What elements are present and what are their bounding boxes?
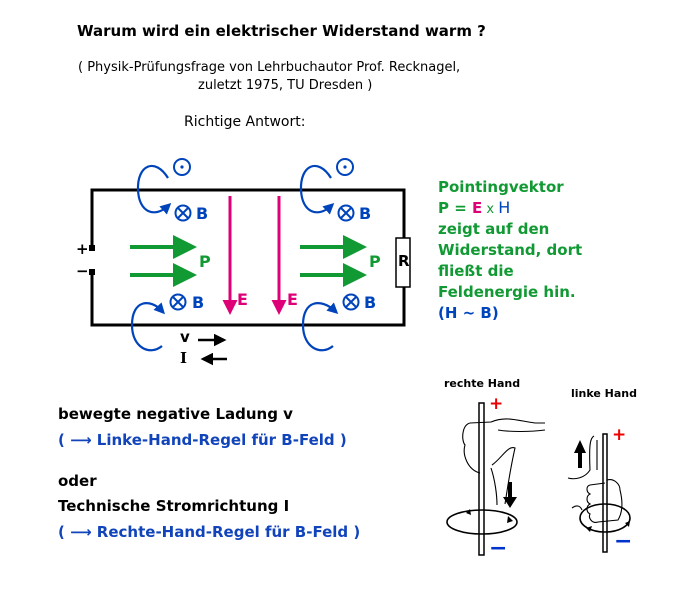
formula-cross: x xyxy=(482,202,499,217)
explanation-line: zeigt auf den xyxy=(438,220,550,238)
velocity-label: v xyxy=(180,328,190,346)
poynting-label: P xyxy=(369,252,381,271)
right-hand-illustration xyxy=(446,402,546,556)
b-field-loop-top-left xyxy=(136,165,172,215)
b-field-label: B xyxy=(359,204,372,223)
out-of-page-symbol-left xyxy=(173,158,191,176)
right-hand-minus: − xyxy=(489,536,508,561)
into-page-symbol-top-left xyxy=(174,204,192,222)
into-page-symbol-bottom-right xyxy=(342,293,360,311)
left-hand-label: linke Hand xyxy=(571,387,638,400)
rule-left-hand: ( ⟶ Linke-Hand-Regel für B-Feld ) xyxy=(58,431,347,449)
poynting-formula: P = E x H xyxy=(438,198,510,221)
left-hand-minus: − xyxy=(614,529,633,554)
b-field-label: B xyxy=(196,204,209,223)
page-title: Warum wird ein elektrischer Widerstand w… xyxy=(77,22,486,40)
plus-terminal xyxy=(89,245,95,251)
circle-arrowhead xyxy=(466,509,471,515)
rule-technical-current: Technische Stromrichtung I xyxy=(58,497,290,515)
explanation-line: Widerstand, dort xyxy=(438,241,583,259)
into-page-symbol-bottom-left xyxy=(169,293,187,311)
bottom-wire xyxy=(90,272,406,327)
rule-right-hand: ( ⟶ Rechte-Hand-Regel für B-Feld ) xyxy=(58,523,361,541)
rule-moving-charge: bewegte negative Ladung v xyxy=(58,405,293,423)
poynting-label: P xyxy=(199,252,211,271)
thumb-up-arrow-icon xyxy=(574,440,586,468)
thumb-down-arrow-icon xyxy=(503,482,517,508)
subtitle-line-2: zuletzt 1975, TU Dresden ) xyxy=(198,78,373,93)
explanation-heading: Pointingvektor xyxy=(438,178,564,196)
circle-arrowhead xyxy=(625,521,630,527)
into-page-symbol-top-right xyxy=(337,204,355,222)
e-field-label: E xyxy=(287,290,298,309)
left-hand-illustration xyxy=(567,433,631,553)
b-field-loop-bottom-right xyxy=(301,302,339,352)
subtitle-line-1: ( Physik-Prüfungsfrage von Lehrbuchautor… xyxy=(78,60,461,75)
resistor-symbol xyxy=(395,237,411,288)
top-wire xyxy=(90,188,406,248)
left-hand-plus: + xyxy=(612,425,627,445)
h-proportional-b: (H ~ B) xyxy=(438,304,499,322)
plus-label: + xyxy=(76,240,89,258)
circuit-wires xyxy=(90,188,406,327)
rule-or: oder xyxy=(58,472,97,490)
circle-arrowhead xyxy=(507,516,513,523)
b-field-label: B xyxy=(192,293,205,312)
right-hand-plus: + xyxy=(489,394,504,414)
current-label: I xyxy=(180,349,188,367)
b-field-loop-bottom-left xyxy=(130,302,165,352)
circle-arrowhead xyxy=(586,526,592,532)
right-hand-label: rechte Hand xyxy=(444,377,521,390)
e-field-label: E xyxy=(237,290,248,309)
b-field-label: B xyxy=(364,293,377,312)
formula-p: P = xyxy=(438,199,473,217)
answer-heading: Richtige Antwort: xyxy=(184,114,306,130)
formula-e: E xyxy=(472,199,483,217)
b-field-loop-top-right xyxy=(299,165,335,215)
explanation-line: fließt die xyxy=(438,262,514,280)
minus-terminal xyxy=(89,269,95,275)
resistor-label: R xyxy=(398,252,410,270)
out-of-page-symbol-right xyxy=(336,158,354,176)
explanation-line: Feldenergie hin. xyxy=(438,283,576,301)
minus-label: − xyxy=(76,262,89,280)
formula-h: H xyxy=(498,198,511,217)
